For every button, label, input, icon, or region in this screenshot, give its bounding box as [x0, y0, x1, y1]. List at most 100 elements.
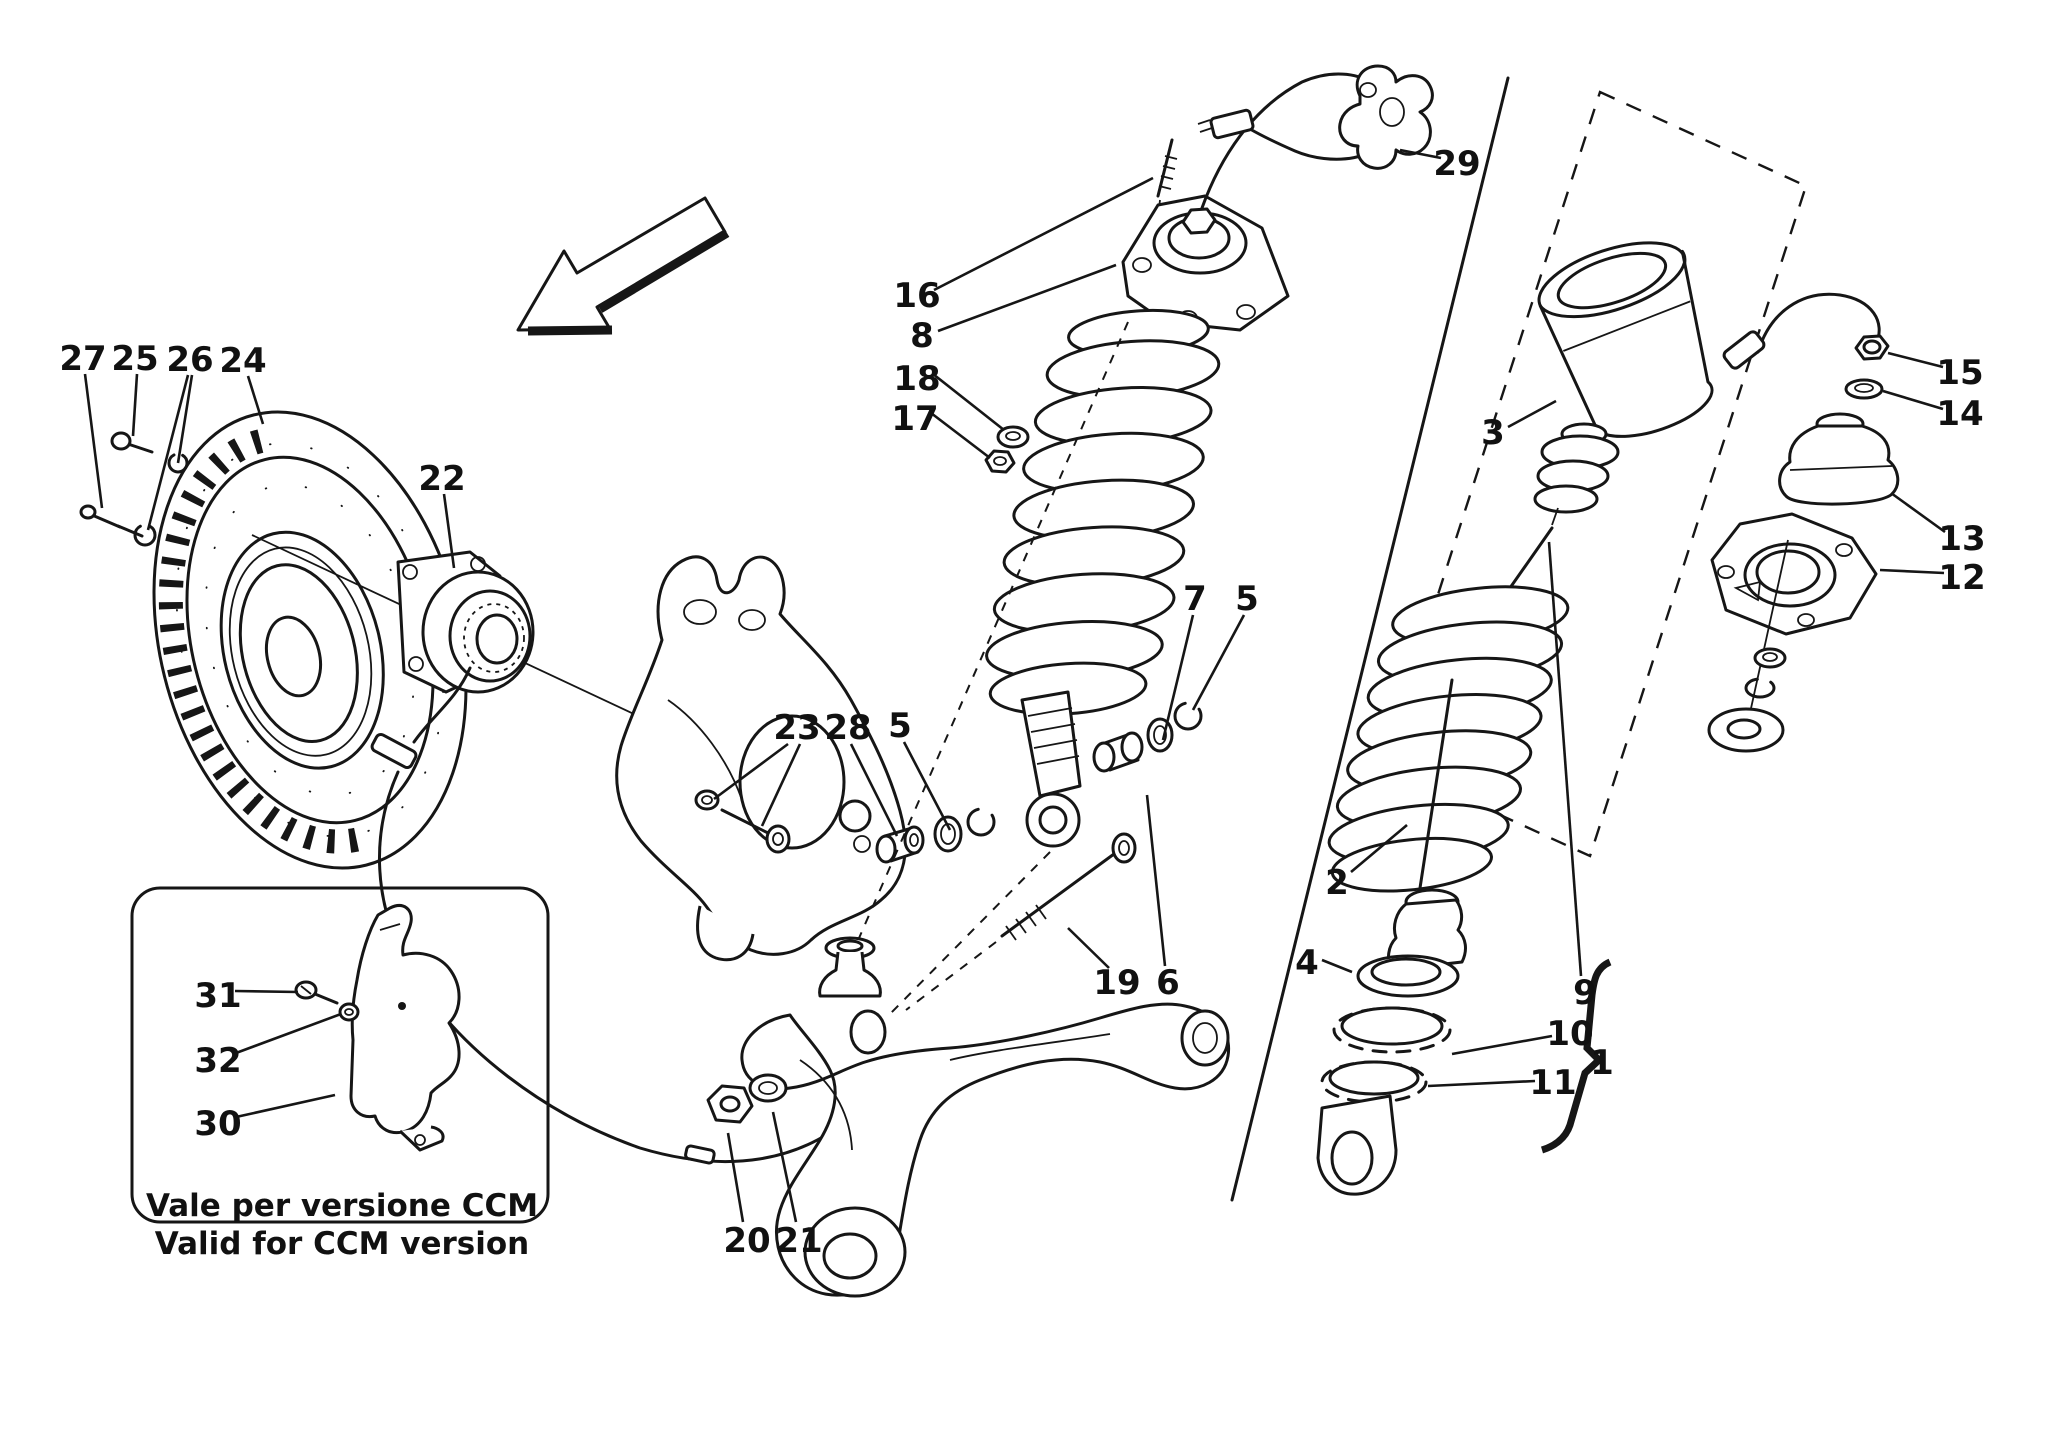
rubber-boot-13 — [1778, 412, 1900, 506]
lock-ring-26a — [167, 452, 189, 474]
front-shock-assembly — [855, 64, 1434, 1017]
ccm-inset-border — [130, 886, 550, 1224]
nut-20 — [706, 1084, 754, 1124]
part-label-23: 23 — [773, 708, 820, 748]
leader-line-23 — [713, 742, 789, 801]
lock-ring-26b — [133, 523, 157, 547]
washer-21 — [748, 1073, 788, 1103]
leader-line-7 — [1161, 614, 1195, 741]
snap-ring-12b — [1744, 677, 1776, 699]
section-divider-line — [1230, 76, 1510, 1202]
inset-caption-italian: Vale per versione CCM — [146, 1188, 538, 1224]
axis-dash-upper — [855, 321, 1129, 946]
adjuster-ring-11 — [1320, 1060, 1428, 1104]
coil-spring-2 — [1327, 585, 1570, 893]
washer-14 — [1844, 378, 1884, 400]
spring-cup-3 — [1537, 241, 1714, 438]
leader-lines-layer — [83, 148, 1946, 1223]
part-label-22: 22 — [418, 459, 465, 499]
direction-arrow-icon — [516, 196, 730, 336]
nut-17 — [984, 449, 1016, 474]
part-label-4: 4 — [1295, 943, 1319, 983]
bump-stop — [1533, 422, 1620, 526]
part-label-24: 24 — [219, 341, 266, 381]
leader-line-30 — [235, 1093, 336, 1119]
wishbone-fork-eye — [1180, 1009, 1230, 1067]
leader-line-31 — [234, 989, 299, 994]
leader-line-12 — [1879, 568, 1945, 575]
wishbone-bushing-cone — [818, 936, 882, 998]
leader-line-6 — [1145, 794, 1167, 967]
leader-line-24 — [246, 375, 265, 425]
part-label-30: 30 — [194, 1104, 241, 1144]
leader-line-25 — [131, 373, 139, 437]
part-label-13: 13 — [1938, 519, 1985, 559]
large-washer-12c — [1707, 707, 1785, 753]
part-label-29: 29 — [1433, 144, 1480, 184]
sensor-cable-15 — [1722, 292, 1881, 370]
leader-line-18 — [932, 372, 1005, 432]
bushing-7-group — [1092, 701, 1203, 773]
part-label-1: 1 — [1590, 1043, 1614, 1083]
leader-line-10 — [1451, 1034, 1553, 1056]
part-label-28: 28 — [824, 708, 871, 748]
shield-30 — [349, 904, 461, 1152]
part-label-27: 27 — [59, 339, 106, 379]
leader-line-11 — [1427, 1079, 1536, 1088]
washer-32 — [338, 1002, 360, 1022]
leader-line-4 — [1321, 958, 1353, 974]
leader-line-32 — [235, 1012, 342, 1055]
wishbone-pivot-hole — [849, 1009, 887, 1055]
part-label-18: 18 — [893, 359, 940, 399]
top-mount-plate-8 — [1121, 194, 1290, 332]
leader-line-19 — [1067, 927, 1110, 969]
axis-dash-lower — [887, 851, 1051, 1017]
leader-line-22 — [442, 493, 456, 569]
leader-line-9 — [1547, 541, 1583, 977]
part-label-6: 6 — [1156, 963, 1180, 1003]
part-label-32: 32 — [194, 1041, 241, 1081]
rod-through-spring — [1418, 678, 1454, 890]
steering-knuckle — [615, 555, 907, 962]
spring-collar-4 — [1356, 954, 1460, 998]
snap-ring-5a2 — [966, 807, 996, 837]
adjuster-ring-10 — [1332, 1006, 1452, 1054]
upper-mount-column — [1707, 292, 1900, 753]
small-washer-12a — [1753, 647, 1787, 669]
bolt-19 — [905, 832, 1137, 1011]
leader-line-5 — [902, 741, 952, 831]
leader-line-21 — [771, 1111, 798, 1223]
leader-line-8 — [937, 263, 1117, 333]
leader-line-15 — [1887, 351, 1944, 369]
damper-rubber — [1387, 888, 1467, 972]
leader-line-13 — [1890, 491, 1946, 534]
part-label-31: 31 — [194, 976, 241, 1016]
part-label-21: 21 — [775, 1221, 822, 1261]
shock-lower-tube — [1020, 690, 1082, 848]
part-label-14: 14 — [1936, 394, 1983, 434]
leader-line-20 — [726, 1132, 745, 1223]
part-label-26: 26 — [166, 340, 213, 380]
mount-axis-line — [1747, 539, 1789, 723]
disc-center-bore — [264, 615, 323, 698]
screw-31 — [294, 980, 339, 1005]
bolt-23 — [694, 789, 791, 854]
part-label-2: 2 — [1325, 863, 1349, 903]
part-label-5: 5 — [888, 706, 912, 746]
part-label-8: 8 — [910, 316, 934, 356]
inset-caption-english: Valid for CCM version — [155, 1226, 529, 1262]
upper-mount-plate-12 — [1710, 512, 1878, 636]
shock-body-eye — [1316, 1094, 1398, 1196]
leader-line-26 — [146, 374, 190, 531]
part-label-9: 9 — [1573, 973, 1597, 1013]
seal-ring-5a — [933, 815, 963, 853]
dashed-section-frame — [1382, 90, 1808, 858]
leader-line-3 — [1507, 399, 1557, 429]
leader-line-14 — [1882, 389, 1944, 411]
leader-line-2 — [1350, 824, 1408, 873]
shock-coil-spring — [985, 308, 1221, 716]
leader-line-29 — [1399, 148, 1442, 160]
part-label-20: 20 — [723, 1221, 770, 1261]
